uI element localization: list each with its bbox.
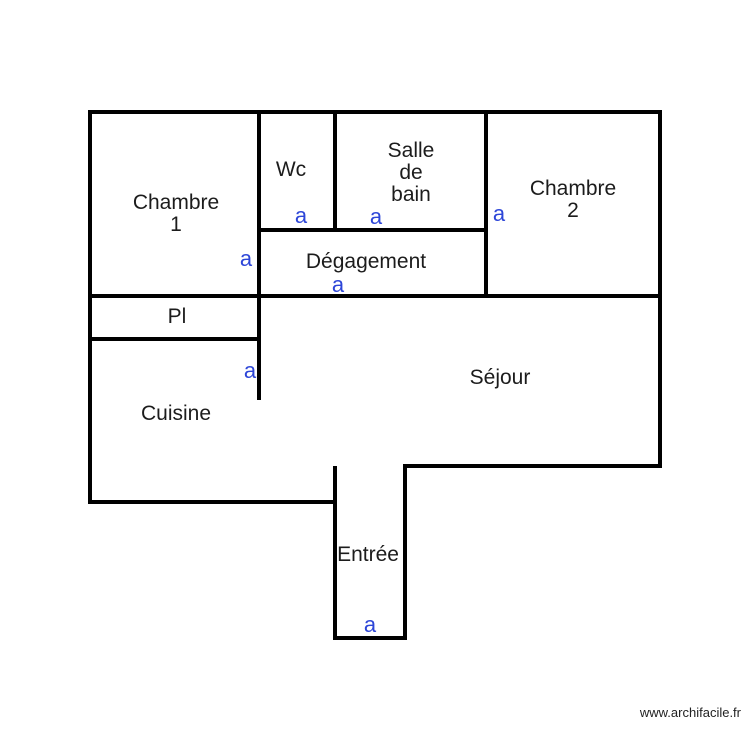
room-label-degagement: Dégagement — [305, 250, 427, 273]
door-marker-chambre-2: a — [492, 201, 506, 226]
room-label-entree: Entrée — [337, 543, 399, 566]
room-label-cuisine: Cuisine — [140, 402, 212, 425]
door-marker-entree: a — [363, 612, 377, 637]
room-label-pl: Pl — [167, 305, 187, 328]
door-marker-cuisine: a — [243, 358, 257, 383]
door-marker-wc: a — [294, 203, 308, 228]
room-label-wc: Wc — [275, 158, 307, 181]
room-label-salle-de-bain: Salle de bain — [387, 139, 435, 206]
archifacile-watermark: www.archifacile.fr — [639, 705, 741, 720]
door-marker-chambre-1: a — [239, 246, 253, 271]
door-marker-salle-de-bain: a — [369, 204, 383, 229]
room-label-chambre-1: Chambre 1 — [132, 191, 220, 236]
exterior-wall-outline — [88, 110, 662, 640]
room-label-chambre-2: Chambre 2 — [529, 177, 617, 222]
room-label-sejour: Séjour — [469, 366, 531, 389]
door-marker-degagement: a — [331, 272, 345, 297]
